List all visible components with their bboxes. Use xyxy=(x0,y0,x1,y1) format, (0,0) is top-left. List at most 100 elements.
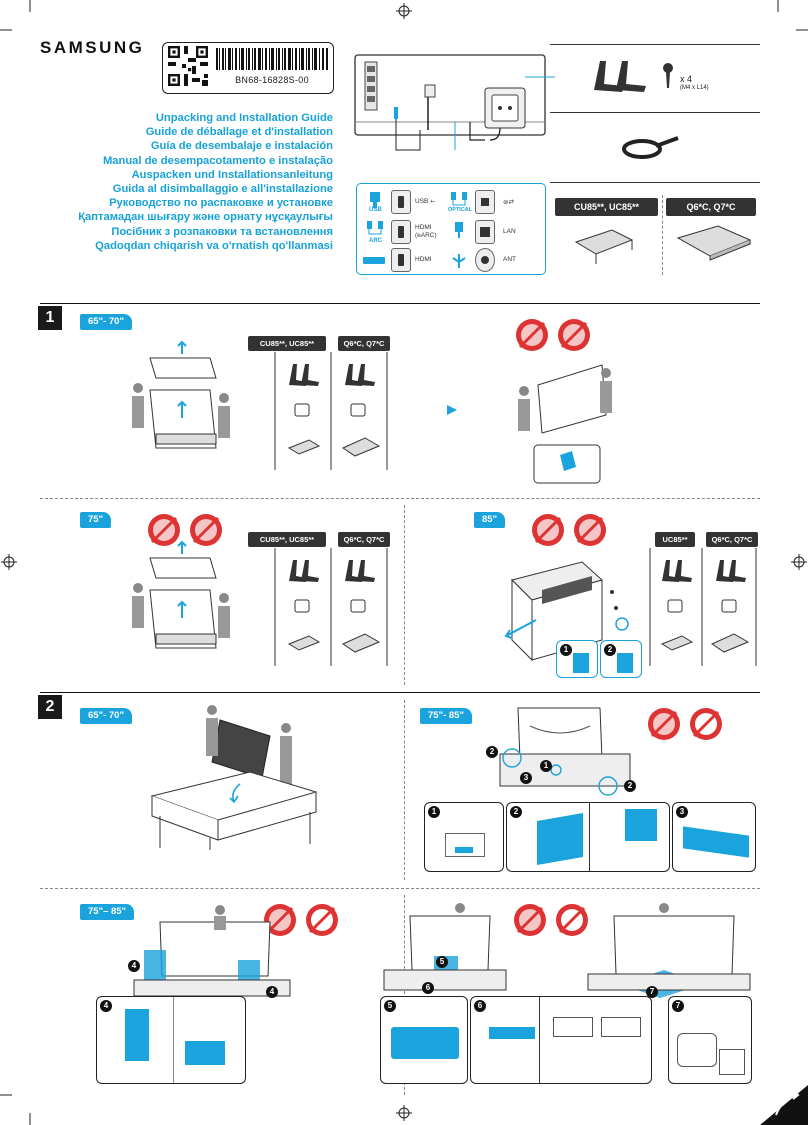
section-divider xyxy=(40,303,760,305)
guide-title: Қаптамадан шығару және орнату нұсқаулығы xyxy=(78,211,333,224)
arc-icon xyxy=(367,221,383,235)
label-box xyxy=(162,42,334,94)
guide-title: Руководство по распаковке и установке xyxy=(109,197,333,210)
marker-7: 7 xyxy=(672,1000,684,1012)
guide-title: Unpacking and Installation Guide xyxy=(155,112,333,124)
guide-title: Guide de déballage et d'installation xyxy=(145,126,333,139)
optical-port-icon xyxy=(475,190,495,214)
size-label: 85" xyxy=(474,512,506,528)
screws-qty: x 4 xyxy=(680,74,693,84)
marker-2: 2 xyxy=(604,644,616,656)
size-label: 75"– 85" xyxy=(80,904,135,920)
qr-code-icon xyxy=(168,46,208,86)
model-tag: CU85**, UC85** xyxy=(248,336,326,351)
optical-label: OPTICAL xyxy=(448,207,473,213)
hdmi-cable-icon xyxy=(363,257,385,264)
guide-title: Посібник з розпаковки та встановлення xyxy=(111,225,333,238)
antenna-icon xyxy=(452,254,466,268)
table-placement-illustration xyxy=(150,705,318,850)
marker-1: 1 xyxy=(540,760,552,772)
divider xyxy=(404,895,405,1095)
marker-6: 6 xyxy=(422,982,434,994)
barcode-icon xyxy=(216,48,328,70)
model-tag: Q6*C, Q7*C xyxy=(338,532,390,547)
ant-port-icon xyxy=(475,248,495,272)
connector-panel: USB USB ⭠ OPTICAL ⊚⇄ ARC HDMI (eARC) LAN… xyxy=(356,183,546,275)
guide-title: Qadoqdan chiqarish va o'rnatish qo'llanm… xyxy=(95,239,333,252)
marker-2: 2 xyxy=(510,806,522,818)
marker-4: 4 xyxy=(128,960,140,972)
section-divider xyxy=(40,692,760,694)
size-label: 75" xyxy=(80,512,112,528)
detail-panel: 2 xyxy=(600,640,642,678)
guide-title: Manual de desempacotamento e instalação xyxy=(102,154,333,167)
guide-title: Auspacken und Installationsanleitung xyxy=(131,168,333,181)
tv-on-box-illustration xyxy=(587,903,751,998)
guide-title: Guida al disimballaggio e all'installazi… xyxy=(112,183,333,196)
component-model-a: CU85**, UC85** xyxy=(555,198,658,216)
hdmi-earc-label: HDMI (eARC) xyxy=(415,224,437,239)
unbox-illustration xyxy=(132,340,230,449)
lift-illustration xyxy=(516,319,612,484)
marker-3: 3 xyxy=(520,772,532,784)
divider xyxy=(550,182,760,183)
base-plate-icon xyxy=(676,225,752,261)
marker-5: 5 xyxy=(384,1000,396,1012)
optical-icon xyxy=(451,192,467,206)
detail-panel-1: 1 xyxy=(424,802,504,872)
divider xyxy=(40,888,760,889)
detail-panel-5: 5 xyxy=(380,996,468,1084)
detail-panel-2: 2 xyxy=(506,802,670,872)
parts-list xyxy=(649,548,757,666)
prohibited-icons xyxy=(514,904,588,936)
step-1-badge: 1 xyxy=(38,306,62,330)
usb-port-icon xyxy=(391,190,411,214)
divider xyxy=(404,700,405,880)
usb-port-label: USB ⭠ xyxy=(415,198,436,205)
detail-panel-7: 7 xyxy=(668,996,752,1084)
marker-1: 1 xyxy=(428,806,440,818)
stand-base-icon xyxy=(574,229,634,264)
usb-icon xyxy=(370,192,380,208)
hdmi-label: HDMI xyxy=(415,256,432,263)
marker-2: 2 xyxy=(486,746,498,758)
marker-3: 3 xyxy=(676,806,688,818)
model-tag: CU85**, UC85** xyxy=(248,532,326,547)
lan-label: LAN xyxy=(503,228,516,235)
marker-5: 5 xyxy=(436,956,448,968)
screw-icon xyxy=(663,63,673,88)
prohibited-icons xyxy=(264,904,338,936)
marker-4: 4 xyxy=(266,986,278,998)
prohibited-icons xyxy=(648,708,722,740)
marker-6: 6 xyxy=(474,1000,486,1012)
stand-feet-icon xyxy=(594,61,646,92)
prohibited-icons xyxy=(532,514,606,546)
detail-panel: 1 xyxy=(556,640,598,678)
box-open-illustration xyxy=(499,707,631,796)
parts-list xyxy=(274,548,388,666)
lan-cable-icon xyxy=(455,222,463,238)
size-label: 65"- 70" xyxy=(80,708,132,724)
marker-4: 4 xyxy=(100,1000,112,1012)
optical-port-symbol: ⊚⇄ xyxy=(503,199,514,206)
divider xyxy=(550,44,760,45)
lan-port-icon xyxy=(475,220,495,244)
page-turn-icon[interactable] xyxy=(760,1085,808,1125)
model-tag: Q6*C, Q7*C xyxy=(706,532,758,547)
marker-7: 7 xyxy=(646,986,658,998)
guide-titles: Unpacking and Installation Guide Guide d… xyxy=(78,111,333,253)
cable-tie-icon xyxy=(622,136,679,159)
parts-list xyxy=(274,352,388,470)
ant-label: ANT xyxy=(503,256,516,263)
guide-title: Guía de desembalaje e instalación xyxy=(150,140,333,153)
size-label: 75"- 85" xyxy=(420,708,472,724)
model-tag: Q6*C, Q7*C xyxy=(338,336,390,351)
detail-panel-4: 4 xyxy=(96,996,246,1084)
tv-back-illustration xyxy=(354,54,555,151)
usb-label: USB xyxy=(369,207,382,213)
hdmi-earc-port-icon xyxy=(391,220,411,244)
model-tag: UC85** xyxy=(655,532,695,547)
arrow-next-icon xyxy=(447,405,457,415)
size-label: 65"- 70" xyxy=(80,314,132,330)
